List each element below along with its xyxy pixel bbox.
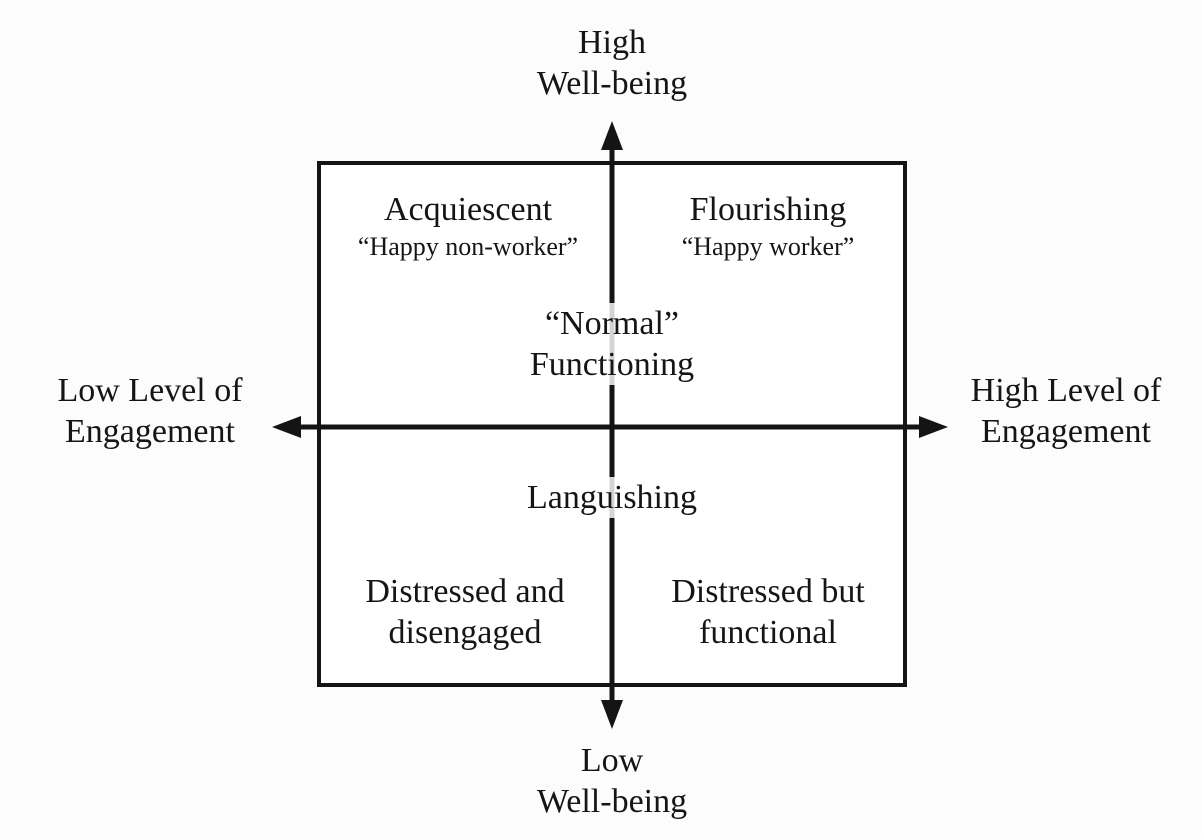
axis-label-low-engagement-line2: Engagement xyxy=(65,413,235,450)
quadrant-top-right-title: Flourishing xyxy=(689,191,847,228)
axis-label-low-wellbeing-line2: Well-being xyxy=(536,783,688,820)
normal-functioning-line2: Functioning xyxy=(529,346,695,383)
normal-functioning-label: “Normal” Functioning xyxy=(523,303,701,385)
quadrant-top-left-label: Acquiescent “Happy non-worker” xyxy=(358,189,578,263)
quadrant-bottom-right-line2: functional xyxy=(699,614,837,651)
axis-label-low-engagement-line1: Low Level of xyxy=(57,372,243,409)
languishing-title: Languishing xyxy=(527,479,697,516)
arrow-right-icon xyxy=(919,416,948,438)
quadrant-top-right-label: Flourishing “Happy worker” xyxy=(682,189,855,263)
arrow-left-icon xyxy=(272,416,301,438)
axis-label-high-engagement-line2: Engagement xyxy=(981,413,1151,450)
quadrant-bottom-right-line1: Distressed but xyxy=(671,573,865,610)
quadrant-bottom-right-label: Distressed but functional xyxy=(671,571,865,653)
quadrant-bottom-left-line2: disengaged xyxy=(388,614,542,651)
quadrant-top-left-subtitle: “Happy non-worker” xyxy=(357,232,579,261)
axis-label-low-engagement: Low Level of Engagement xyxy=(57,370,242,452)
normal-functioning-line1: “Normal” xyxy=(544,305,680,342)
axis-label-high-wellbeing: High Well-being xyxy=(537,22,687,104)
arrow-up-icon xyxy=(601,121,623,150)
quadrant-top-right-subtitle: “Happy worker” xyxy=(681,232,855,261)
axis-label-high-engagement: High Level of Engagement xyxy=(971,370,1162,452)
axis-label-low-wellbeing: Low Well-being xyxy=(537,740,687,822)
quadrant-bottom-left-line1: Distressed and xyxy=(365,573,565,610)
axis-label-high-wellbeing-line2: Well-being xyxy=(536,65,688,102)
arrow-down-icon xyxy=(601,700,623,729)
axis-label-low-wellbeing-line1: Low xyxy=(580,742,644,779)
axis-label-high-wellbeing-line1: High xyxy=(578,24,646,61)
quadrant-bottom-left-label: Distressed and disengaged xyxy=(365,571,564,653)
quadrant-top-left-title: Acquiescent xyxy=(383,191,553,228)
languishing-label: Languishing xyxy=(521,477,703,518)
axis-label-high-engagement-line1: High Level of xyxy=(970,372,1162,409)
